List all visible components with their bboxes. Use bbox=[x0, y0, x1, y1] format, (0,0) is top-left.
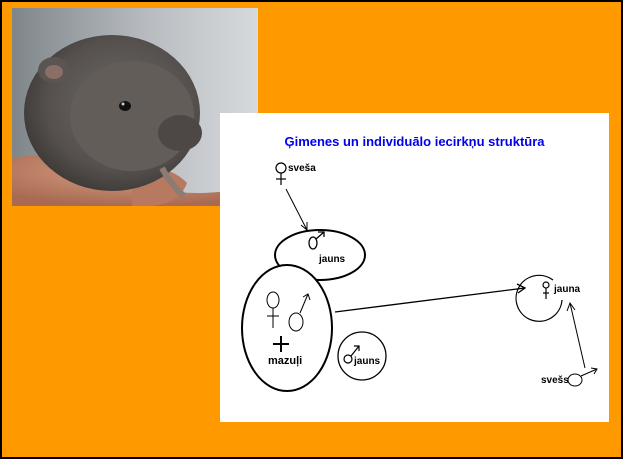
plus-icon bbox=[273, 336, 289, 352]
arrow-family-to-jauna bbox=[334, 283, 527, 313]
label-jauns-small: jauns bbox=[353, 356, 381, 367]
male-symbol-father bbox=[288, 293, 311, 332]
territory-diagram: sveša jauns bbox=[241, 162, 598, 392]
label-jauna: jauna bbox=[553, 284, 581, 295]
male-symbol-jauns-small bbox=[343, 345, 360, 364]
label-svesa: sveša bbox=[288, 163, 316, 174]
territory-family bbox=[241, 264, 333, 392]
female-symbol-svesa bbox=[275, 162, 287, 185]
diagram-panel: Ģimenes un individuālo iecirkņu struktūr… bbox=[220, 113, 609, 422]
male-symbol-jauns-top bbox=[308, 231, 325, 250]
label-mazuli: mazuļi bbox=[268, 355, 302, 367]
female-symbol-mother bbox=[266, 291, 280, 328]
label-jauns-top: jauns bbox=[318, 254, 346, 265]
vole-photo bbox=[12, 8, 258, 206]
diagram-title: Ģimenes un individuālo iecirkņu struktūr… bbox=[284, 134, 545, 149]
female-symbol-jauna bbox=[542, 281, 550, 299]
arrow-svesa-to-jauns bbox=[285, 188, 308, 232]
territory-jauna bbox=[515, 274, 563, 322]
arrow-svess-to-jauna bbox=[566, 301, 586, 369]
territory-jauns-small bbox=[337, 331, 387, 381]
male-symbol-svess bbox=[567, 367, 598, 387]
label-svess: svešs bbox=[541, 375, 569, 386]
